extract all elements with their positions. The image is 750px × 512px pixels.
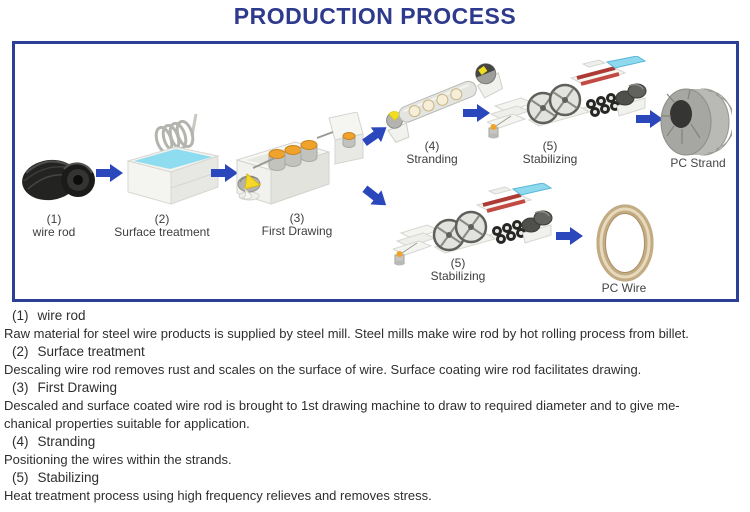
product-label-pc-strand: PC Strand (670, 156, 726, 170)
desc-title: wire rod (37, 308, 86, 323)
stage-label: Surface treatment (114, 224, 210, 239)
desc-number: (3) (12, 380, 29, 395)
desc-number: (5) (12, 470, 29, 485)
stage-caption-surface-treatment: (2) Surface treatment (106, 213, 218, 238)
stabilizing-top-illustration (487, 56, 647, 139)
process-descriptions: (1) wire rod Raw material for steel wire … (0, 307, 750, 505)
page-title: PRODUCTION PROCESS (233, 3, 517, 29)
flow-arrow-right-2-icon (211, 164, 238, 182)
flow-arrow-right-3-icon (463, 104, 490, 122)
stranding-illustration (386, 63, 504, 143)
stage-caption-stabilizing-bottom: (5) Stabilizing (408, 257, 508, 282)
stage-number: (3) (289, 211, 305, 225)
desc-number: (1) (12, 308, 29, 323)
desc-body-line: Raw material for steel wire products is … (4, 326, 689, 341)
flow-arrow-right-1-icon (96, 164, 123, 182)
stage-label: First Drawing (261, 223, 333, 238)
stage-number: (5) (450, 256, 466, 270)
stage-caption-stranding: (4) Stranding (382, 140, 482, 165)
flow-arrow-down-right-icon (362, 185, 387, 206)
desc-heading-first-drawing: (3) First Drawing (0, 379, 750, 397)
flow-arrow-right-4-icon (636, 110, 663, 128)
desc-body-line: Descaled and surface coated wire rod is … (4, 398, 680, 413)
stage-label: Stabilizing (522, 151, 578, 166)
stage-caption-wire-rod: (1) wire rod (10, 213, 98, 238)
stage-caption-stabilizing-top: (5) Stabilizing (500, 140, 600, 165)
first-drawing-illustration (235, 112, 364, 205)
desc-title: Surface treatment (37, 344, 145, 359)
desc-title: First Drawing (37, 380, 118, 395)
stage-number: (1) (46, 212, 62, 226)
desc-heading-stabilizing: (5) Stabilizing (0, 469, 750, 487)
desc-heading-stranding: (4) Stranding (0, 433, 750, 451)
flow-arrow-up-right-icon (362, 127, 387, 147)
stage-number: (2) (154, 212, 170, 226)
stabilizing-bottom-illustration (393, 183, 553, 266)
stage-number: (5) (542, 139, 558, 153)
desc-heading-wire-rod: (1) wire rod (0, 307, 750, 325)
desc-title: Stabilizing (37, 470, 100, 485)
flow-arrow-right-5-icon (556, 227, 583, 245)
pc-wire-illustration (596, 204, 654, 282)
stage-label: Stabilizing (430, 268, 486, 283)
desc-body-line: chanical properties suitable for applica… (4, 416, 250, 431)
stage-caption-first-drawing: (3) First Drawing (247, 212, 347, 237)
wire-rod-illustration (22, 159, 95, 201)
product-label-pc-wire: PC Wire (601, 281, 647, 295)
desc-heading-surface-treatment: (2) Surface treatment (0, 343, 750, 361)
desc-body-line: Heat treatment process using high freque… (4, 488, 432, 503)
desc-number: (2) (12, 344, 29, 359)
pc-strand-illustration (660, 88, 732, 158)
stage-label: wire rod (32, 224, 76, 239)
desc-body-line: Positioning the wires within the strands… (4, 452, 232, 467)
desc-title: Stranding (37, 434, 96, 449)
desc-body-line: Descaling wire rod removes rust and scal… (4, 362, 642, 377)
stage-label: Stranding (406, 151, 458, 166)
surface-treatment-illustration (126, 113, 220, 205)
desc-number: (4) (12, 434, 29, 449)
stage-number: (4) (424, 139, 440, 153)
